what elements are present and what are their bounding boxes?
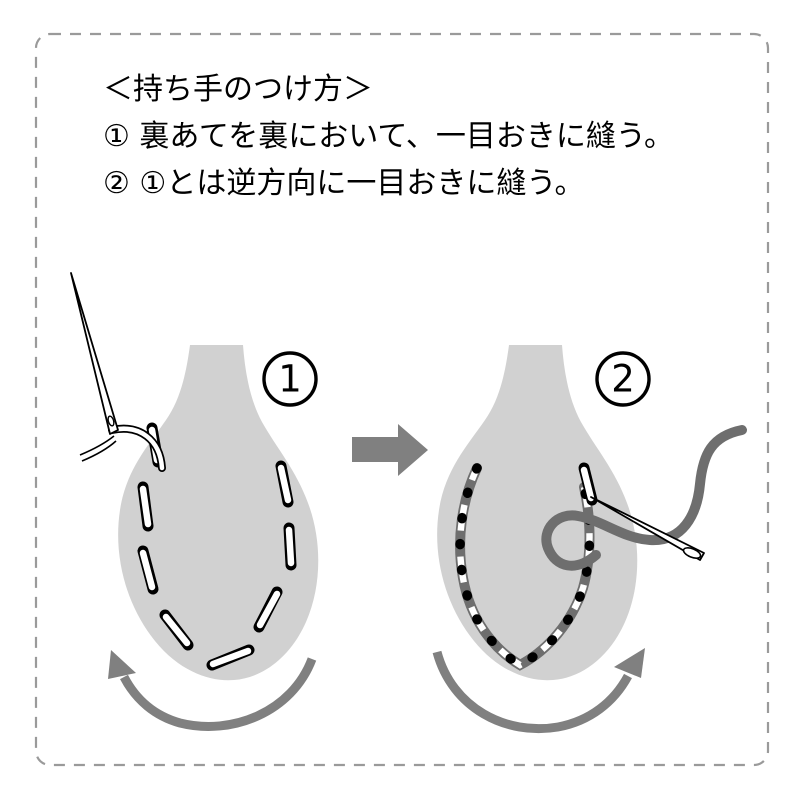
sewing-needle-2 [590,496,705,561]
sewing-needle-1 [70,272,119,435]
figure-2-group: 2 [432,345,747,734]
direction-arrow-1-head [108,650,136,679]
step-badge-label-1: 1 [278,358,302,401]
needle-eye-1 [107,415,115,427]
dashed-frame [34,32,770,767]
stitch-dash [137,545,159,595]
instruction-step-2: ② ①とは逆方向に一目おきに縫う。 [103,166,585,201]
thread-2 [541,425,747,571]
direction-arrow-2-head [614,648,645,678]
fabric-shape-1 [118,345,319,681]
stitch-dash [275,460,294,508]
needle-eye-2 [682,547,702,559]
figure-1-group: 1 [70,272,319,731]
instruction-heading: ＜持ち手のつけ方＞ [103,72,373,107]
step-badge-circle-1 [262,351,318,407]
stitch-dash [283,522,297,571]
stitch-dash-active [578,462,598,506]
stitch-dash [206,644,255,671]
stitch-group-1 [137,422,297,671]
instruction-step-1: ① 裏あてを裏において、一目おきに縫う。 [103,119,675,154]
thread-1-fill [109,426,165,471]
direction-arrow-2-shaft [432,650,632,734]
stitch-dash [159,609,194,651]
fabric-shape-2 [437,345,638,681]
stitch-dash [253,586,283,633]
thread-1-tail [79,435,115,456]
stitch-dash [137,481,154,532]
direction-arrow-1-shaft [120,657,317,731]
step-badge-label-2: 2 [611,358,635,401]
stitch-path-2-holes [455,463,595,671]
thread-1-tail-b [81,440,117,462]
step-badge-circle-2 [595,351,651,407]
instruction-block: ＜持ち手のつけ方＞ ① 裏あてを裏において、一目おきに縫う。 ② ①とは逆方向に… [103,66,723,207]
step-transition-arrow [352,424,428,476]
